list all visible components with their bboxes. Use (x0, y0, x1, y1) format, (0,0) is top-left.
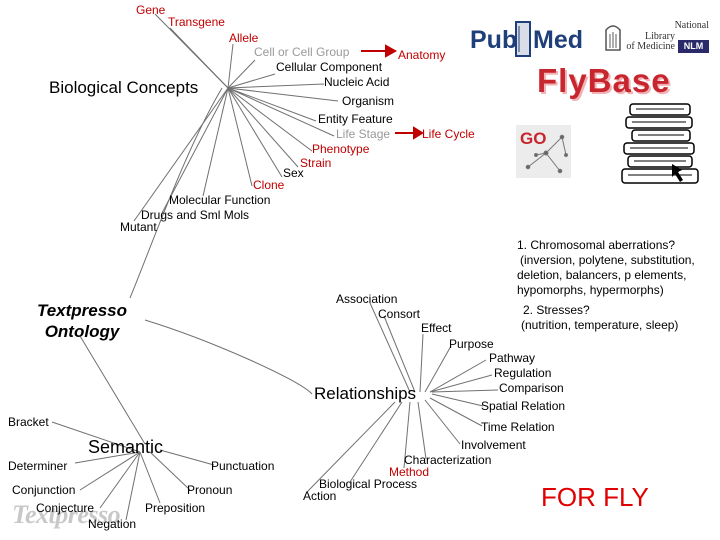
node-phenotype: Phenotype (312, 142, 370, 156)
nlm-emblem-icon (605, 25, 621, 51)
node-purpose: Purpose (449, 337, 494, 351)
go-network-icon (525, 134, 568, 174)
node-comparison: Comparison (499, 381, 564, 395)
category-semantic: Semantic (88, 437, 164, 457)
category-relationships: Relationships (314, 384, 417, 403)
node-method: Method (389, 465, 430, 479)
node-action: Action (303, 489, 337, 503)
node-effect: Effect (421, 321, 452, 335)
node-molecular-function: Molecular Function (169, 193, 271, 207)
nlm-line-2: Library (645, 30, 675, 42)
node-consort: Consort (378, 307, 421, 321)
flybase-logo: FlyBase (537, 62, 671, 99)
node-cell-or-cell-group: Cell or Cell Group (254, 45, 350, 59)
textpresso-logo: Textpresso (12, 500, 121, 529)
note-stresses: 2. Stresses? (nutrition, temperature, sl… (521, 303, 678, 333)
node-spatial-relation: Spatial Relation (481, 399, 566, 413)
node-pronoun: Pronoun (187, 483, 233, 497)
node-conjunction: Conjunction (12, 483, 76, 497)
node-allele: Allele (229, 31, 259, 45)
node-life-cycle: Life Cycle (422, 127, 475, 141)
node-punctuation: Punctuation (211, 459, 275, 473)
node-gene: Gene (136, 3, 166, 17)
category-biological-concepts: Biological Concepts (49, 78, 199, 97)
node-biological-process: Biological Process (319, 477, 418, 491)
node-association: Association (336, 292, 398, 306)
node-organism: Organism (342, 94, 395, 108)
root-line-1: Textpresso (36, 301, 128, 320)
root-node-textpresso-ontology: Textpresso Ontology (28, 300, 136, 343)
national-library-of-medicine-logo: National Library of Medicine NLM (603, 16, 709, 56)
stack-of-books-icon (621, 103, 699, 184)
for-fly-label: FOR FLY (541, 482, 649, 512)
node-time-relation: Time Relation (481, 420, 555, 434)
node-drugs-and-small-molecules: Drugs and Sml Mols (141, 208, 250, 222)
node-involvement: Involvement (461, 438, 526, 452)
root-line-2: Ontology (44, 322, 120, 342)
node-sex: Sex (283, 166, 304, 180)
node-anatomy: Anatomy (398, 48, 446, 62)
nlm-line-1: National (674, 20, 709, 31)
gene-ontology-logo: GO (516, 125, 571, 178)
node-negation: Negation (88, 517, 137, 531)
node-bracket: Bracket (8, 415, 49, 429)
pubmed-book-icon (515, 21, 531, 57)
node-transgene: Transgene (168, 15, 225, 29)
note-1-line-3: deletion, balancers, p elements, (517, 268, 687, 282)
note-chromosomal-aberrations: 1. Chromosomal aberrations? (inversion, … (517, 238, 695, 298)
node-strain: Strain (300, 156, 332, 170)
note-1-line-4: hypomorphs, hypermorphs) (517, 283, 664, 297)
node-preposition: Preposition (145, 501, 206, 515)
nlm-badge: NLM (678, 40, 709, 53)
node-entity-feature: Entity Feature (318, 112, 393, 126)
node-determiner: Determiner (8, 459, 68, 473)
note-1-line-1: 1. Chromosomal aberrations? (517, 238, 676, 252)
node-nucleic-acid: Nucleic Acid (324, 75, 390, 89)
pubmed-logo: Pub Med (467, 20, 583, 62)
node-regulation: Regulation (494, 366, 552, 380)
node-cellular-component: Cellular Component (276, 60, 383, 74)
nlm-line-3: of Medicine (626, 41, 675, 52)
go-logo-text: GO (520, 129, 547, 148)
pubmed-logo-pub: Pub (470, 26, 518, 54)
node-characterization: Characterization (404, 453, 492, 467)
node-clone: Clone (253, 178, 285, 192)
pubmed-logo-med: Med (533, 26, 583, 54)
note-2-line-2: (nutrition, temperature, sleep) (521, 318, 679, 332)
node-conjecture: Conjecture (36, 501, 95, 515)
node-pathway: Pathway (489, 351, 536, 365)
note-1-line-2: (inversion, polytene, substitution, (520, 253, 695, 267)
node-mutant: Mutant (120, 220, 157, 234)
node-life-stage: Life Stage (336, 127, 391, 141)
note-2-line-1: 2. Stresses? (523, 303, 590, 317)
